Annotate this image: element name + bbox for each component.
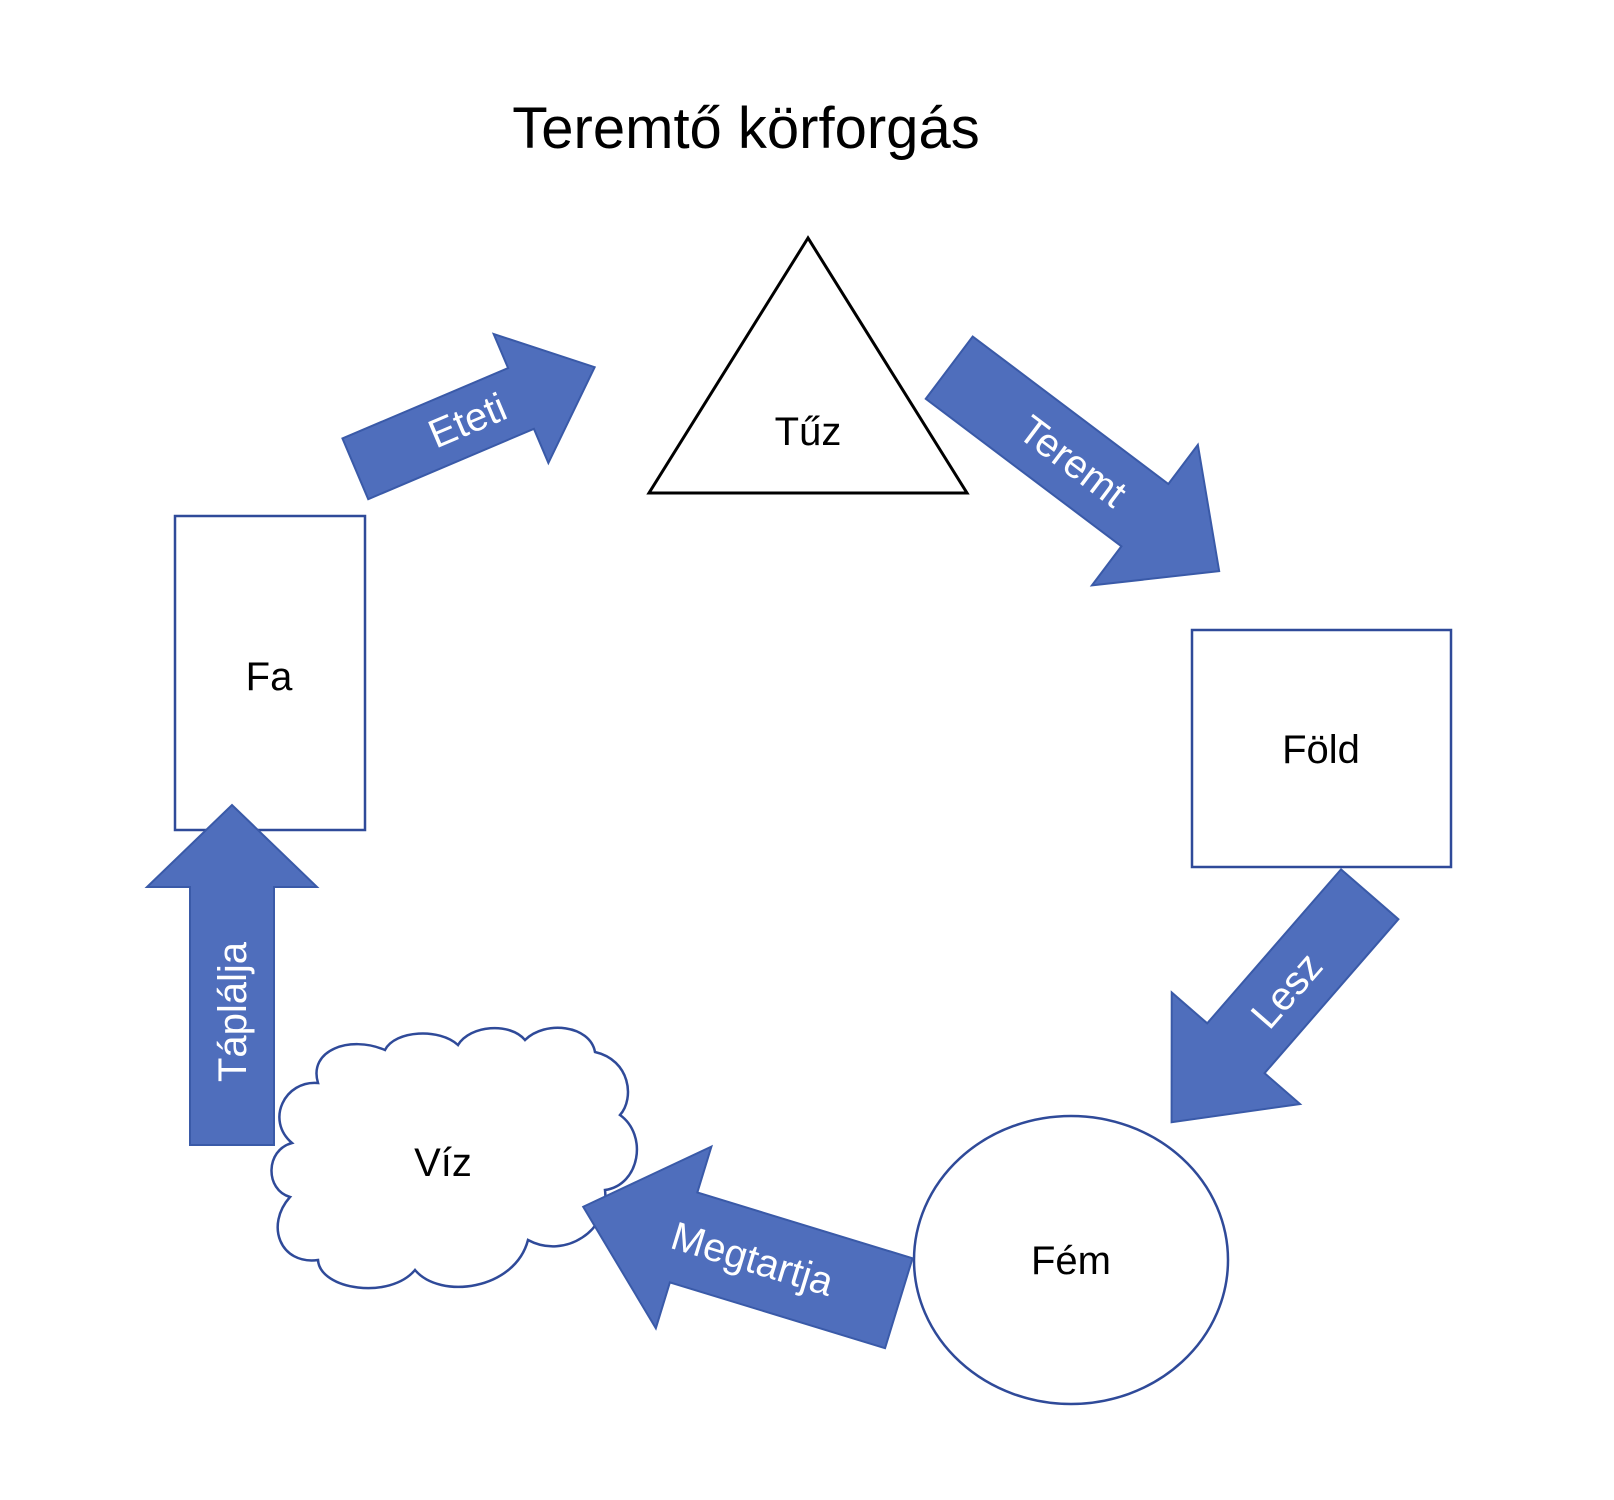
water-cloud	[270, 1026, 638, 1290]
arrow-eteti: Eteti	[341, 332, 597, 501]
wood-label: Fa	[246, 655, 293, 699]
diagram-title: Teremtő körforgás	[512, 96, 979, 161]
wood-rectangle	[173, 514, 367, 832]
metal-circle	[912, 1114, 1230, 1406]
arrow-taplalja-shape	[144, 803, 320, 1146]
water-label: Víz	[414, 1141, 472, 1185]
arrow-taplalja-label: Táplálja	[211, 941, 255, 1082]
arrow-eteti-shape	[341, 332, 597, 501]
arrow-teremt-shape	[924, 335, 1221, 587]
arrow-megtartja: Megtartja	[581, 1144, 914, 1350]
fire-triangle	[646, 235, 970, 495]
earth-square	[1190, 628, 1453, 869]
metal-label: Fém	[1031, 1239, 1111, 1283]
fire-label: Tűz	[775, 410, 842, 454]
arrow-taplalja: Táplálja	[144, 803, 320, 1146]
arrow-lesz-shape	[1170, 867, 1400, 1124]
earth-label: Föld	[1282, 728, 1360, 772]
arrow-megtartja-shape	[581, 1144, 914, 1350]
arrow-lesz: Lesz	[1170, 867, 1400, 1124]
